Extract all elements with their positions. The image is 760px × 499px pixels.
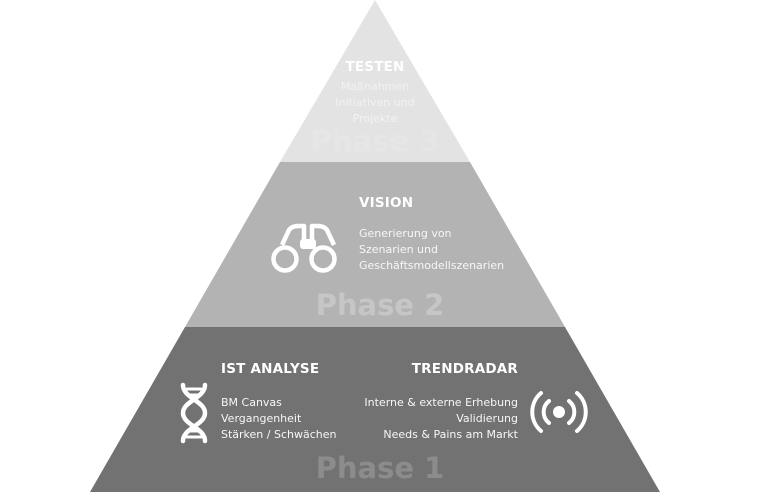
vision-line: Generierung von bbox=[359, 227, 452, 240]
vision-title: VISION bbox=[359, 195, 414, 211]
radar-signal-icon bbox=[530, 391, 588, 433]
tier-bottom-shape bbox=[90, 327, 660, 492]
tier-middle-shape bbox=[185, 162, 565, 327]
trendradar-line: Validierung bbox=[456, 412, 518, 425]
trendradar-description: Interne & externe Erhebung Validierung N… bbox=[364, 395, 518, 443]
phase-1-label: Phase 1 bbox=[315, 451, 445, 485]
vision-description: Generierung von Szenarien und Geschäftsm… bbox=[359, 226, 504, 274]
tier-top-shape bbox=[280, 0, 470, 162]
trendradar-title: TRENDRADAR bbox=[411, 361, 518, 377]
vision-line: Szenarien und bbox=[359, 243, 438, 256]
ist-analyse-line: BM Canvas bbox=[221, 396, 282, 409]
ist-analyse-line: Vergangenheit bbox=[221, 412, 302, 425]
trendradar-line: Needs & Pains am Markt bbox=[383, 428, 518, 441]
testen-description: Maßnahmen Initiativen und Projekte bbox=[300, 79, 450, 127]
phase-2-label: Phase 2 bbox=[315, 288, 445, 322]
trendradar-line: Interne & externe Erhebung bbox=[364, 396, 518, 409]
ist-analyse-description: BM Canvas Vergangenheit Stärken / Schwäc… bbox=[221, 395, 336, 443]
ist-analyse-line: Stärken / Schwächen bbox=[221, 428, 337, 441]
dna-icon bbox=[180, 382, 208, 444]
vision-line: Geschäftsmodellszenarien bbox=[359, 259, 505, 272]
testen-line: Maßnahmen bbox=[340, 80, 410, 93]
testen-title: TESTEN bbox=[345, 59, 405, 75]
testen-line: Projekte bbox=[352, 112, 398, 125]
binoculars-icon bbox=[271, 223, 337, 273]
phase-3-label: Phase 3 bbox=[310, 124, 440, 158]
ist-analyse-title: IST ANALYSE bbox=[221, 361, 320, 377]
testen-line: Initiativen und bbox=[335, 96, 415, 109]
